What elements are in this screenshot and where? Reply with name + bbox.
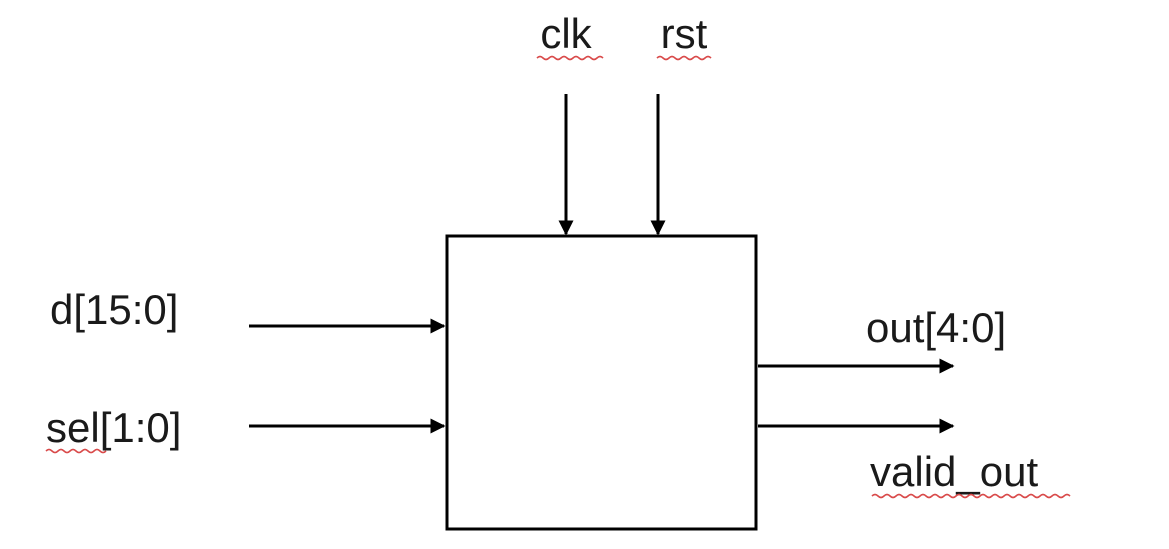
valid-out-spellcheck-underline bbox=[871, 493, 1071, 499]
valid-out-label: valid_out bbox=[870, 448, 1038, 495]
rst-spellcheck-underline bbox=[656, 55, 712, 61]
out-label: out[4:0] bbox=[866, 304, 1006, 351]
d-label: d[15:0] bbox=[50, 286, 178, 333]
sel-label: sel[1:0] bbox=[46, 404, 181, 451]
rst-label: rst bbox=[661, 10, 708, 57]
sel-spellcheck-underline bbox=[45, 448, 107, 454]
module-box bbox=[445, 234, 758, 531]
clk-spellcheck-underline bbox=[536, 55, 604, 61]
clk-label: clk bbox=[540, 10, 592, 57]
